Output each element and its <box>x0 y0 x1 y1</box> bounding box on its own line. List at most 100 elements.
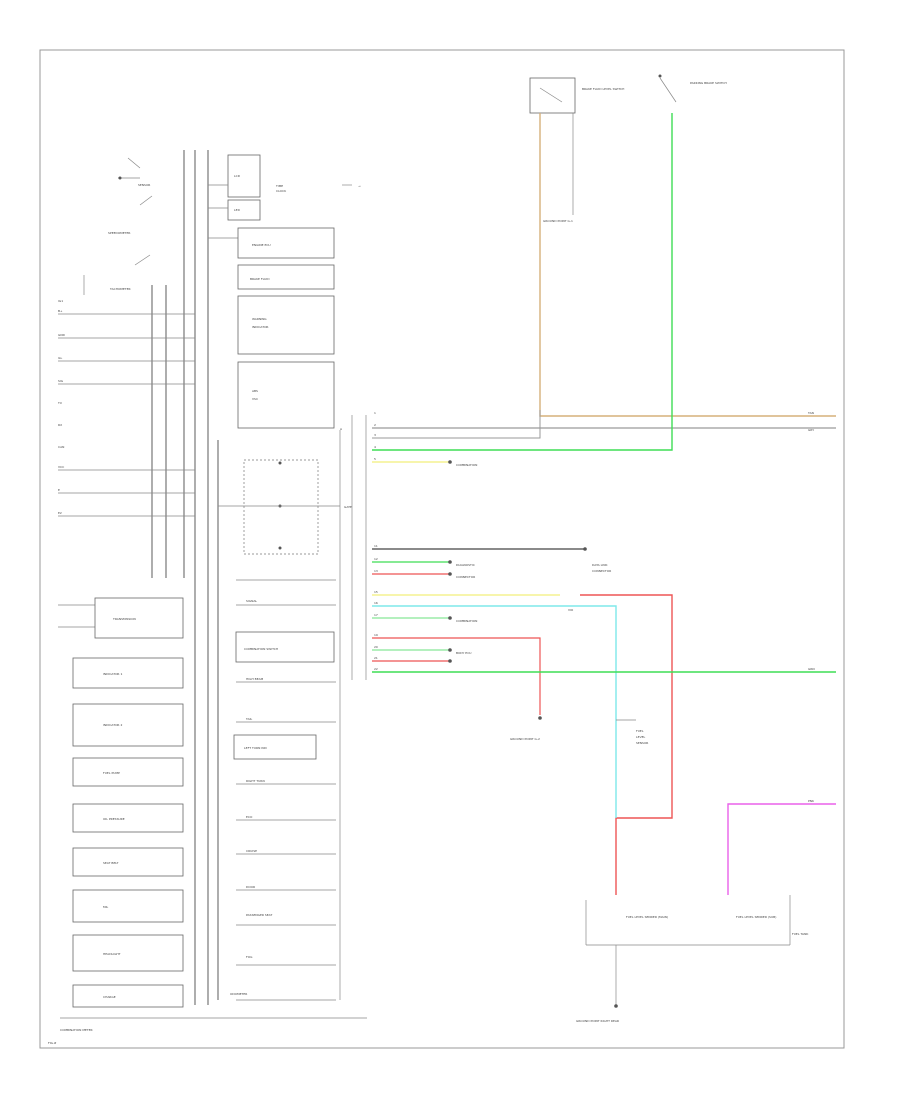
svg-text:COMBINATION: COMBINATION <box>456 463 477 467</box>
svg-text:→: → <box>358 184 361 188</box>
svg-text:LEVEL: LEVEL <box>636 735 646 739</box>
svg-text:GND: GND <box>58 333 66 337</box>
svg-text:16: 16 <box>374 601 378 605</box>
svg-text:TX: TX <box>57 401 62 405</box>
svg-text:TIME: TIME <box>275 184 283 188</box>
ground-g1-label: GROUND POINT G-1 <box>543 219 573 223</box>
svg-text:SEAT BELT: SEAT BELT <box>103 861 119 865</box>
svg-text:11: 11 <box>374 544 378 548</box>
svg-text:TAIL: TAIL <box>245 717 253 721</box>
svg-text:SIG: SIG <box>58 379 64 383</box>
svg-text:ABS: ABS <box>252 389 258 393</box>
svg-text:CHARGE: CHARGE <box>103 995 116 999</box>
indicator-list: COMBINATION SWITCH LEFT TURN IND SIGNAL … <box>230 579 336 1001</box>
svg-text:12: 12 <box>374 557 378 561</box>
svg-text:LCD: LCD <box>234 174 241 178</box>
svg-text:CONNECTOR: CONNECTOR <box>456 575 475 579</box>
svg-text:LEFT TURN IND: LEFT TURN IND <box>244 746 267 750</box>
svg-text:HIGH BEAM: HIGH BEAM <box>246 677 264 681</box>
diagram-frame <box>39 49 845 1049</box>
svg-text:COMBINATION: COMBINATION <box>456 619 477 623</box>
fuel-sender-label: FUEL LEVEL SENDER (MAIN) <box>626 915 668 919</box>
svg-text:RX: RX <box>58 423 62 427</box>
svg-text:BODY ECU: BODY ECU <box>456 651 472 655</box>
svg-text:2: 2 <box>374 423 376 427</box>
svg-text:VIO: VIO <box>568 608 574 612</box>
wire-gray-to-tan <box>372 410 541 439</box>
svg-text:3: 3 <box>374 433 376 437</box>
svg-text:TRANSMISSION: TRANSMISSION <box>112 617 136 621</box>
svg-text:17: 17 <box>374 613 378 617</box>
wire-tan-vert <box>539 113 836 417</box>
svg-text:13: 13 <box>374 569 378 573</box>
svg-text:22: 22 <box>374 667 378 671</box>
svg-text:DATA LINK: DATA LINK <box>592 563 608 567</box>
svg-text:TAN: TAN <box>807 411 814 415</box>
svg-text:MIL: MIL <box>103 905 108 909</box>
colored-wires <box>372 113 836 895</box>
svg-text:PNK: PNK <box>808 799 815 803</box>
svg-text:WARNING: WARNING <box>252 317 267 321</box>
svg-text:INDICATOR: INDICATOR <box>252 325 269 329</box>
svg-text:B+: B+ <box>58 309 63 313</box>
svg-text:RIGHT TURN: RIGHT TURN <box>246 779 265 783</box>
svg-text:4: 4 <box>374 445 376 449</box>
wire-cyan <box>372 605 617 818</box>
svg-text:A: A <box>340 427 343 431</box>
svg-text:ENGINE ECU: ENGINE ECU <box>252 243 271 247</box>
top-modules: LCD LED TIME CLOCK ENGINE ECU BRAKE FLUI… <box>208 154 361 429</box>
fuel-unit-label: FUEL PUMP <box>103 771 120 775</box>
svg-text:VCC: VCC <box>58 465 64 469</box>
ground-g3-label: GROUND POINT RIGHT REAR <box>576 1019 619 1023</box>
svg-text:ILL: ILL <box>58 356 63 360</box>
svg-text:INDICATOR 2: INDICATOR 2 <box>103 723 122 727</box>
fuel-sender-group: FUEL LEVEL SENSOR FUEL LEVEL SENDER (MAI… <box>576 719 809 1023</box>
svg-text:DIAGNOSTIC: DIAGNOSTIC <box>456 563 475 567</box>
left-lower-boxes: TRANSMISSION INDICATOR 1 INDICATOR 2 FUE… <box>58 597 184 1008</box>
svg-text:ECO: ECO <box>246 815 253 819</box>
svg-text:GATE: GATE <box>344 505 352 509</box>
parking-switch-label: PARKING BRAKE SWITCH <box>690 81 727 85</box>
svg-text:SIGNAL: SIGNAL <box>246 599 257 603</box>
svg-text:CRUISE: CRUISE <box>246 849 257 853</box>
speedometer-switch-group: SENSOR SPEEDOMETER TACHOMETER <box>83 157 153 295</box>
svg-text:HEADLIGHT: HEADLIGHT <box>103 952 121 956</box>
ground-g2: GROUND POINT G-2 <box>510 716 542 741</box>
svg-text:GRN: GRN <box>808 667 815 671</box>
svg-text:VSC: VSC <box>252 397 258 401</box>
svg-text:1: 1 <box>374 411 376 415</box>
wire-red-2 <box>372 637 541 715</box>
svg-text:SENSOR: SENSOR <box>636 741 648 745</box>
svg-text:20: 20 <box>374 645 378 649</box>
left-wires: IG1 B+ GND ILL SIG TX RX CAN VCC E E2 <box>57 299 195 517</box>
svg-text:CAN: CAN <box>58 445 64 449</box>
svg-text:CLOCK: CLOCK <box>276 189 287 193</box>
wire-green-vert <box>372 113 673 451</box>
footer-label: FIG.# <box>48 1041 57 1045</box>
dashed-module <box>243 459 319 555</box>
dashed-module-internals: GATE <box>218 430 352 1000</box>
svg-text:CONNECTOR: CONNECTOR <box>592 569 611 573</box>
fuel-sender-sub-label: FUEL LEVEL SENDER (SUB) <box>736 915 776 919</box>
svg-text:ODOMETER: ODOMETER <box>230 992 247 996</box>
svg-text:5: 5 <box>374 457 376 461</box>
svg-text:BRAKE FLUID: BRAKE FLUID <box>250 277 270 281</box>
svg-text:COMBINATION SWITCH: COMBINATION SWITCH <box>244 647 278 651</box>
svg-text:19: 19 <box>374 633 378 637</box>
svg-text:INDICATOR 1: INDICATOR 1 <box>103 672 122 676</box>
svg-text:GRY: GRY <box>808 428 814 432</box>
wire-pink <box>727 803 836 895</box>
svg-text:E2: E2 <box>58 511 62 515</box>
svg-text:OIL PRESSURE: OIL PRESSURE <box>103 817 125 821</box>
svg-text:FOG: FOG <box>246 955 253 959</box>
svg-text:SENSOR: SENSOR <box>138 183 150 187</box>
tachometer-label: TACHOMETER <box>109 287 131 291</box>
speedometer-label: SPEEDOMETER <box>108 231 130 235</box>
fuel-tank-label: FUEL TANK <box>792 932 809 936</box>
wire-red-loop <box>580 594 673 895</box>
svg-text:DOOR: DOOR <box>246 885 255 889</box>
ground-g2-label: GROUND POINT G-2 <box>510 737 540 741</box>
svg-text:LED: LED <box>234 208 241 212</box>
component-title: COMBINATION METER <box>60 1028 93 1032</box>
